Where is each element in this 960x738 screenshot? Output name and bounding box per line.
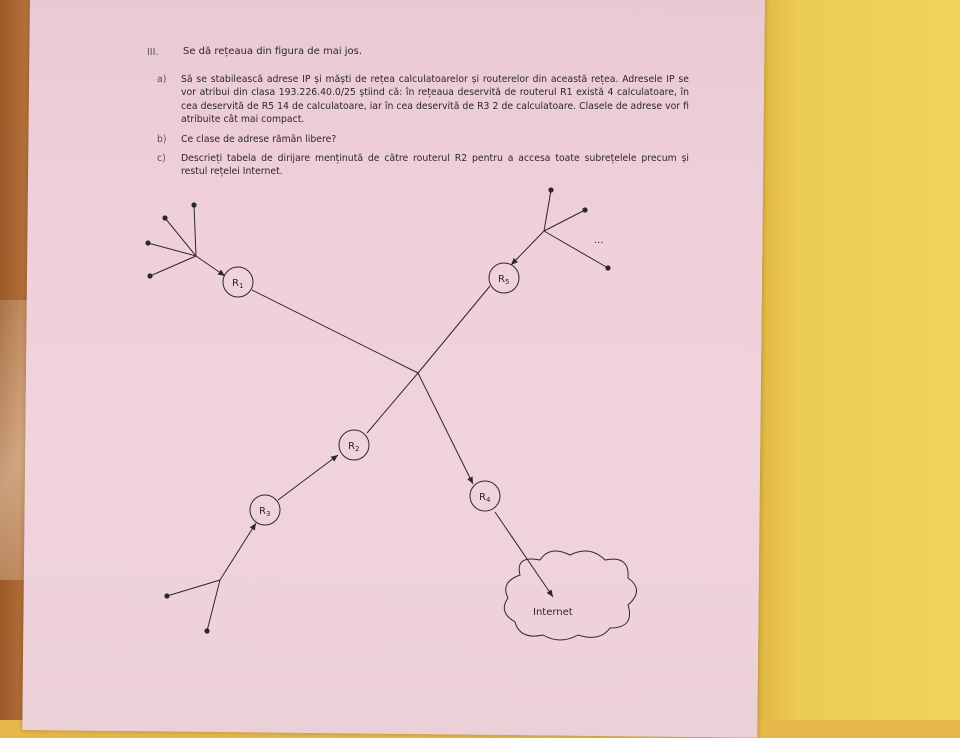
router-r3 [249,494,281,526]
internet-cloud [503,550,637,641]
link-r3-r2 [277,454,339,501]
section-number: III. [147,47,159,58]
r3-host-link [166,579,221,597]
question-c: c) Descrieți tabela de dirijare menținut… [157,152,689,179]
router-r4-label: R4 [479,492,491,504]
question-b: b) Ce clase de adrese rămân libere? [157,133,689,146]
host-dot [204,628,210,634]
r3-uplink [219,522,257,581]
host-dot [582,207,588,213]
r1-uplink [195,255,226,277]
r5-uplink [510,230,545,266]
question-b-text: Ce clase de adrese rămân libere? [181,134,337,145]
host-dot [191,202,197,208]
link-r4-internet [494,511,554,598]
question-a-text: Să se stabilească adrese IP și măști de … [181,74,689,126]
question-c-label: c) [157,153,166,164]
yellow-wall-background [730,0,960,720]
r3-host-link [206,579,221,632]
internet-label: Internet [533,607,573,618]
network-diagram: ... R1 R5 R2 R3 R4 Internet [145,187,637,641]
r5-host-link [543,209,586,232]
router-r2 [338,429,370,461]
more-hosts-ellipsis: ... [594,235,604,246]
host-dot [605,265,611,271]
host-dot [548,187,554,193]
r1-host-link [164,217,197,257]
router-r1-label: R1 [232,278,243,290]
section-heading: Se dă rețeaua din figura de mai jos. [183,46,363,57]
link-r1-hub [251,289,419,374]
r1-host-link [193,204,197,257]
router-r5-label: R5 [498,274,509,286]
question-a: a) Să se stabilească adrese IP și măști … [157,73,689,127]
host-dot [145,240,151,246]
question-a-label: a) [157,74,167,85]
router-r5 [488,262,520,294]
link-hub-r2 [366,372,419,434]
r5-host-link [543,230,609,269]
r1-host-link [147,242,197,257]
router-r2-label: R2 [348,441,359,453]
question-b-label: b) [157,134,167,145]
host-dot [162,215,168,221]
link-r5-hub [417,285,491,374]
host-dot [147,273,153,279]
router-r1 [222,266,254,298]
link-hub-r4 [417,372,474,485]
host-dot [164,593,170,599]
r5-host-link [543,189,552,232]
router-r4 [469,480,501,512]
question-c-text: Descrieți tabela de dirijare menținută d… [181,153,689,178]
r1-host-link [149,255,197,277]
router-r3-label: R3 [259,506,270,518]
